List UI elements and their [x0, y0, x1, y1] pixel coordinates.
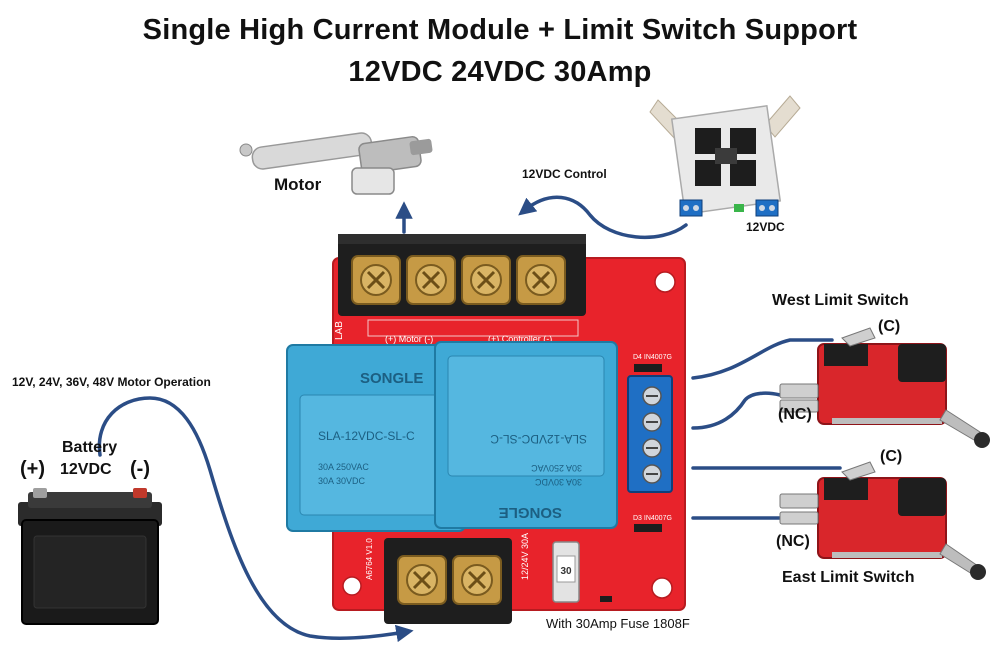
controller-voltage-label: 12VDC	[746, 220, 785, 234]
wire-west-c	[691, 338, 834, 380]
fuse: 30	[552, 541, 580, 603]
terminal-screw-5	[397, 555, 447, 605]
bottom-terminal-block	[384, 538, 512, 624]
controller-module	[649, 95, 801, 217]
relay-right-brand: SONGLE	[499, 504, 562, 521]
west-limit-switch	[779, 327, 990, 448]
blue-terminal-block	[627, 375, 673, 493]
diagram-subtitle: 12VDC 24VDC 30Amp	[348, 56, 652, 88]
diagram-title: Single High Current Module + Limit Switc…	[142, 14, 858, 46]
west-nc-label: (NC)	[778, 406, 812, 423]
wires	[97, 195, 842, 643]
motor-operation-label: 12V, 24V, 36V, 48V Motor Operation	[12, 375, 211, 389]
fuse-label: With 30Amp Fuse 1808F	[546, 616, 690, 631]
battery	[18, 488, 162, 625]
relay-right-model: SLA-12VDC-SL-C	[490, 432, 587, 446]
wire-west-nc	[691, 391, 782, 430]
relay-right-rating1: 30A 250VAC	[531, 463, 582, 473]
silk-controller: (+) Controller (-)	[488, 334, 552, 344]
control-label: 12VDC Control	[522, 167, 607, 181]
east-nc-label: (NC)	[776, 533, 810, 550]
terminal-screw-1	[351, 255, 401, 305]
east-limit-switch	[779, 461, 986, 580]
silk-d4: D4 IN4007G	[633, 354, 672, 361]
silk-board-id: A6764 V1.0	[365, 538, 374, 580]
wire-battery	[97, 396, 414, 643]
linear-actuator-motor	[239, 132, 433, 195]
relay-left-rating2: 30A 30VDC	[318, 476, 366, 486]
relay-right-rating2: 30A 30VDC	[534, 477, 582, 487]
silk-lab: LAB	[334, 321, 345, 340]
battery-plus-label: (+)	[20, 458, 45, 480]
terminal-screw-4	[516, 255, 566, 305]
relay-left-model: SLA-12VDC-SL-C	[318, 429, 415, 443]
terminal-screw-3	[461, 255, 511, 305]
fuse-value: 30	[560, 566, 572, 577]
east-c-label: (C)	[880, 448, 903, 465]
battery-label: Battery	[62, 439, 118, 456]
silk-motor: (+) Motor (-)	[385, 334, 433, 344]
relay-left-brand: SONGLE	[360, 370, 423, 387]
wire-control	[518, 195, 688, 239]
terminal-screw-2	[406, 255, 456, 305]
silk-power: 12/24V 30A	[520, 533, 530, 580]
battery-minus-label: (-)	[130, 458, 150, 480]
relay-right: SLA-12VDC-SL-C 30A 250VAC 30A 30VDC SONG…	[434, 341, 618, 529]
west-switch-label: West Limit Switch	[772, 292, 909, 309]
relay-left: SONGLE SLA-12VDC-SL-C 30A 250VAC 30A 30V…	[286, 344, 466, 532]
relay-left-rating1: 30A 250VAC	[318, 462, 369, 472]
east-switch-label: East Limit Switch	[782, 569, 915, 586]
battery-voltage-label: 12VDC	[60, 461, 112, 478]
motor-label: Motor	[274, 175, 322, 194]
top-terminal-block	[338, 234, 586, 316]
terminal-screw-6	[452, 555, 502, 605]
silk-d3: D3 IN4007G	[633, 515, 672, 522]
west-c-label: (C)	[878, 318, 901, 335]
